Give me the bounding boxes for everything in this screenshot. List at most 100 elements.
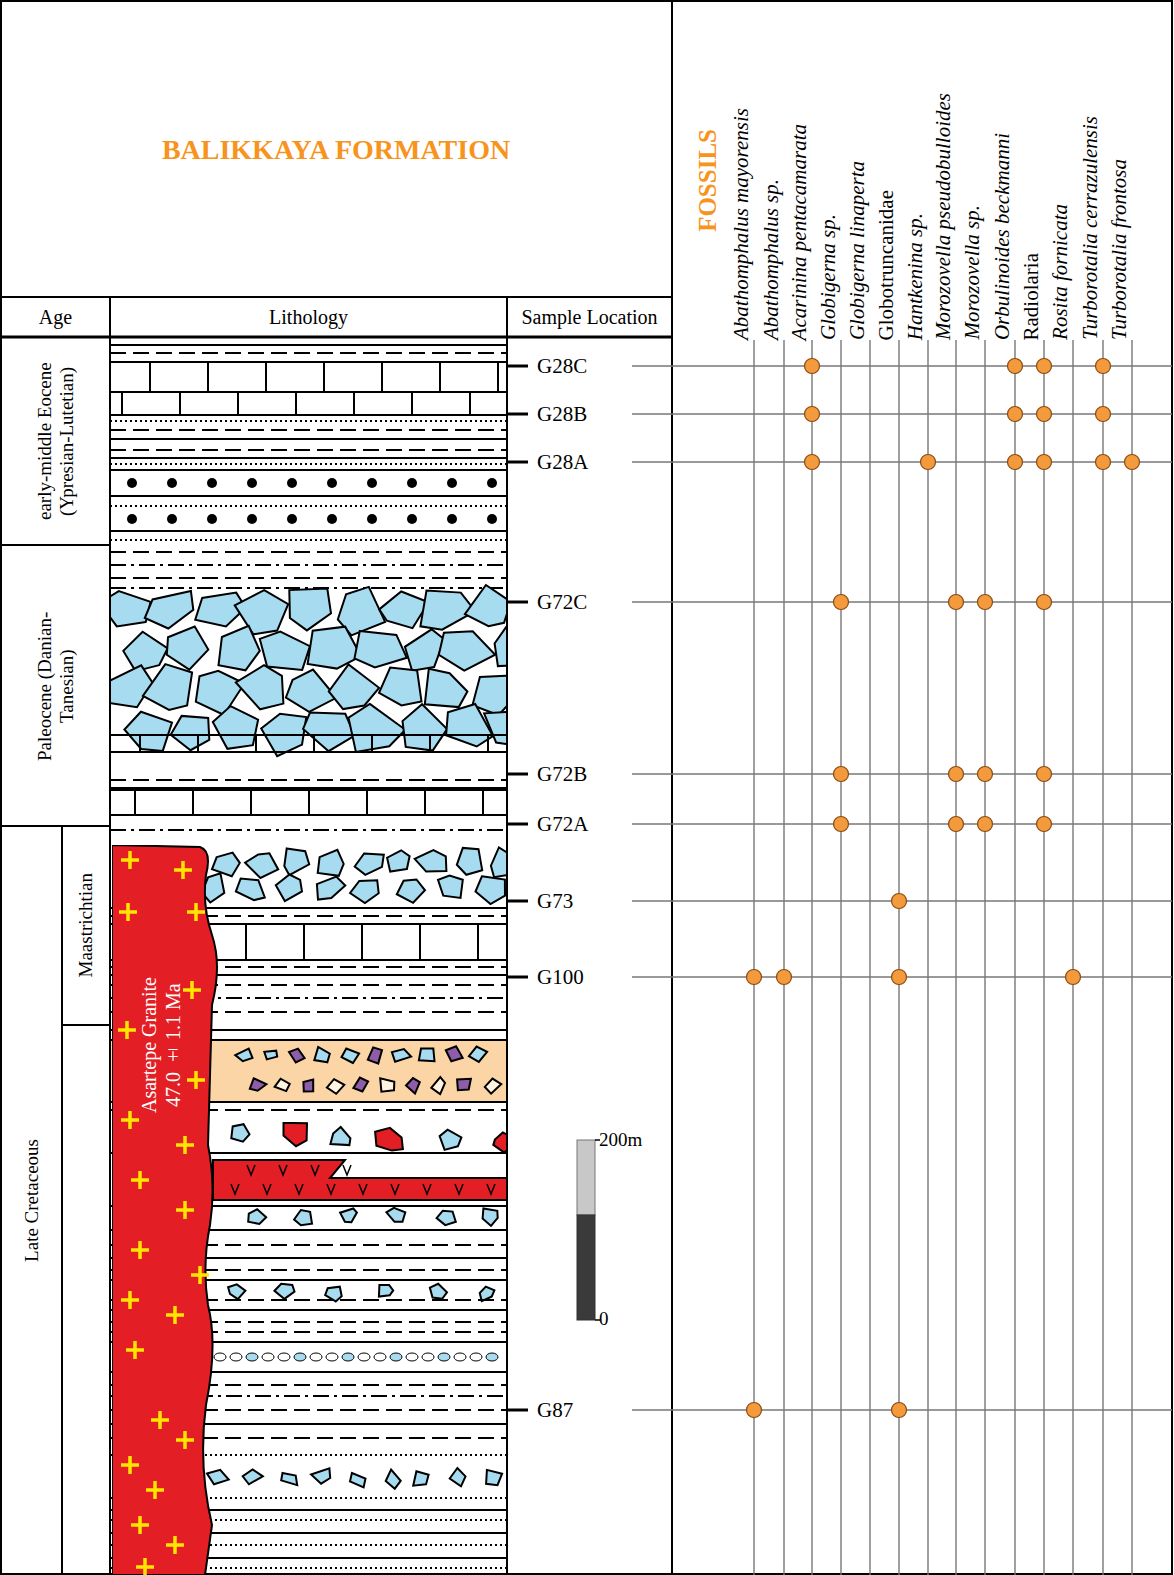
section-heading-cell: FOSSILS (688, 90, 728, 270)
clast (406, 1078, 420, 1094)
sample-line (632, 365, 1172, 366)
clast (392, 1049, 411, 1062)
limestone-joint (197, 735, 199, 752)
occurrence-dot (1066, 970, 1081, 985)
granite-cross (176, 1136, 194, 1154)
clast (457, 848, 482, 875)
formation-title-cell: BALIKKAYA FORMATION (1, 100, 671, 200)
clast (275, 1284, 295, 1299)
limestone-joint (482, 790, 484, 815)
limestone-joint (353, 392, 355, 415)
sample-tick (507, 773, 528, 776)
fossil-name: Turborotalia frontosa (1107, 159, 1131, 340)
pebble (406, 1353, 418, 1361)
clast (329, 664, 379, 709)
occurrence-dot (892, 970, 907, 985)
clast (485, 1079, 502, 1094)
bed-line (111, 495, 506, 497)
limestone-joint (366, 790, 368, 815)
rule-line (506, 297, 508, 1575)
volcanic-symbol (343, 1165, 351, 1175)
pebble-dot (167, 514, 177, 524)
bed-line (111, 787, 506, 789)
occurrence-dot (1096, 455, 1111, 470)
granite-cross (121, 851, 139, 869)
pebble (438, 1353, 450, 1361)
occurrence-dot (1037, 767, 1052, 782)
limestone-joint (439, 362, 441, 392)
pebble (230, 1353, 242, 1361)
pebble-dot (487, 478, 497, 488)
clast (446, 704, 493, 747)
sample-tick (507, 976, 528, 979)
range-line (955, 340, 956, 1575)
clast (446, 1046, 463, 1061)
bed-line (111, 469, 506, 471)
clast (431, 1077, 445, 1094)
column-header: Age (39, 306, 72, 329)
clast (318, 850, 344, 876)
shale-line (111, 449, 506, 451)
clast (379, 668, 422, 706)
clast (476, 876, 506, 904)
clast (330, 1127, 350, 1145)
pebble-dot (447, 478, 457, 488)
silt-line (111, 564, 506, 566)
rule-line (1, 336, 672, 339)
granite-cross (126, 1341, 144, 1359)
sample-label: G100 (537, 965, 584, 989)
clast (437, 1211, 456, 1225)
clast (415, 850, 447, 871)
clast (350, 880, 379, 903)
fossil-name-cell: Radiolaria (1019, 10, 1043, 340)
clast (248, 1209, 266, 1224)
volcanic-symbol (311, 1165, 319, 1175)
clast (212, 853, 240, 877)
sample-line (632, 823, 1172, 824)
shale-line (111, 352, 506, 354)
fossil-name-cell: Turborotalia frontosa (1107, 10, 1131, 340)
fossil-name-cell: Morozovella sp. (960, 10, 984, 340)
limestone-joint (429, 735, 431, 752)
range-line (1131, 340, 1132, 1575)
pebble (390, 1353, 402, 1361)
fossil-name: Abathomphalus sp. (759, 179, 783, 340)
clast (486, 1470, 502, 1485)
occurrence-dot (805, 359, 820, 374)
fossil-name: Radiolaria (1019, 253, 1043, 340)
age-label-cell: Maastrichtian (62, 826, 110, 1025)
clast (243, 1469, 263, 1484)
pebble (262, 1353, 274, 1361)
clast (303, 1080, 313, 1092)
occurrence-dot (978, 817, 993, 832)
sample-line (632, 413, 1172, 414)
sample-label: G72C (537, 590, 587, 614)
sand-line (111, 420, 506, 422)
clast (450, 1468, 466, 1486)
volcanic-symbol (247, 1165, 255, 1175)
limestone-joint (250, 790, 252, 815)
sample-label: G28B (537, 402, 587, 426)
unit-name: Asartepe Granite (137, 977, 161, 1113)
clast (327, 1079, 344, 1094)
rule-line (1, 296, 672, 298)
granite-label-group: Asartepe Granite47.0 ± 1.1 Ma (126, 915, 196, 1175)
clast (386, 1470, 401, 1489)
clast (171, 716, 210, 750)
sample-label-cell: G28A (537, 448, 632, 476)
volcanic-sill (213, 1160, 506, 1200)
fossil-name-cell: Globigerna linaperta (845, 10, 869, 340)
range-line (1043, 340, 1044, 1575)
clast (314, 1047, 330, 1062)
pebble-dot (287, 514, 297, 524)
clast (124, 712, 172, 751)
pebble-dot (367, 478, 377, 488)
limestone-joint (477, 924, 479, 960)
clast (397, 880, 425, 903)
shale-line (111, 577, 506, 579)
fossil-name: Abathomphalus mayorensis (729, 108, 753, 340)
pebble-dot (247, 514, 257, 524)
limestone-joint (361, 924, 363, 960)
